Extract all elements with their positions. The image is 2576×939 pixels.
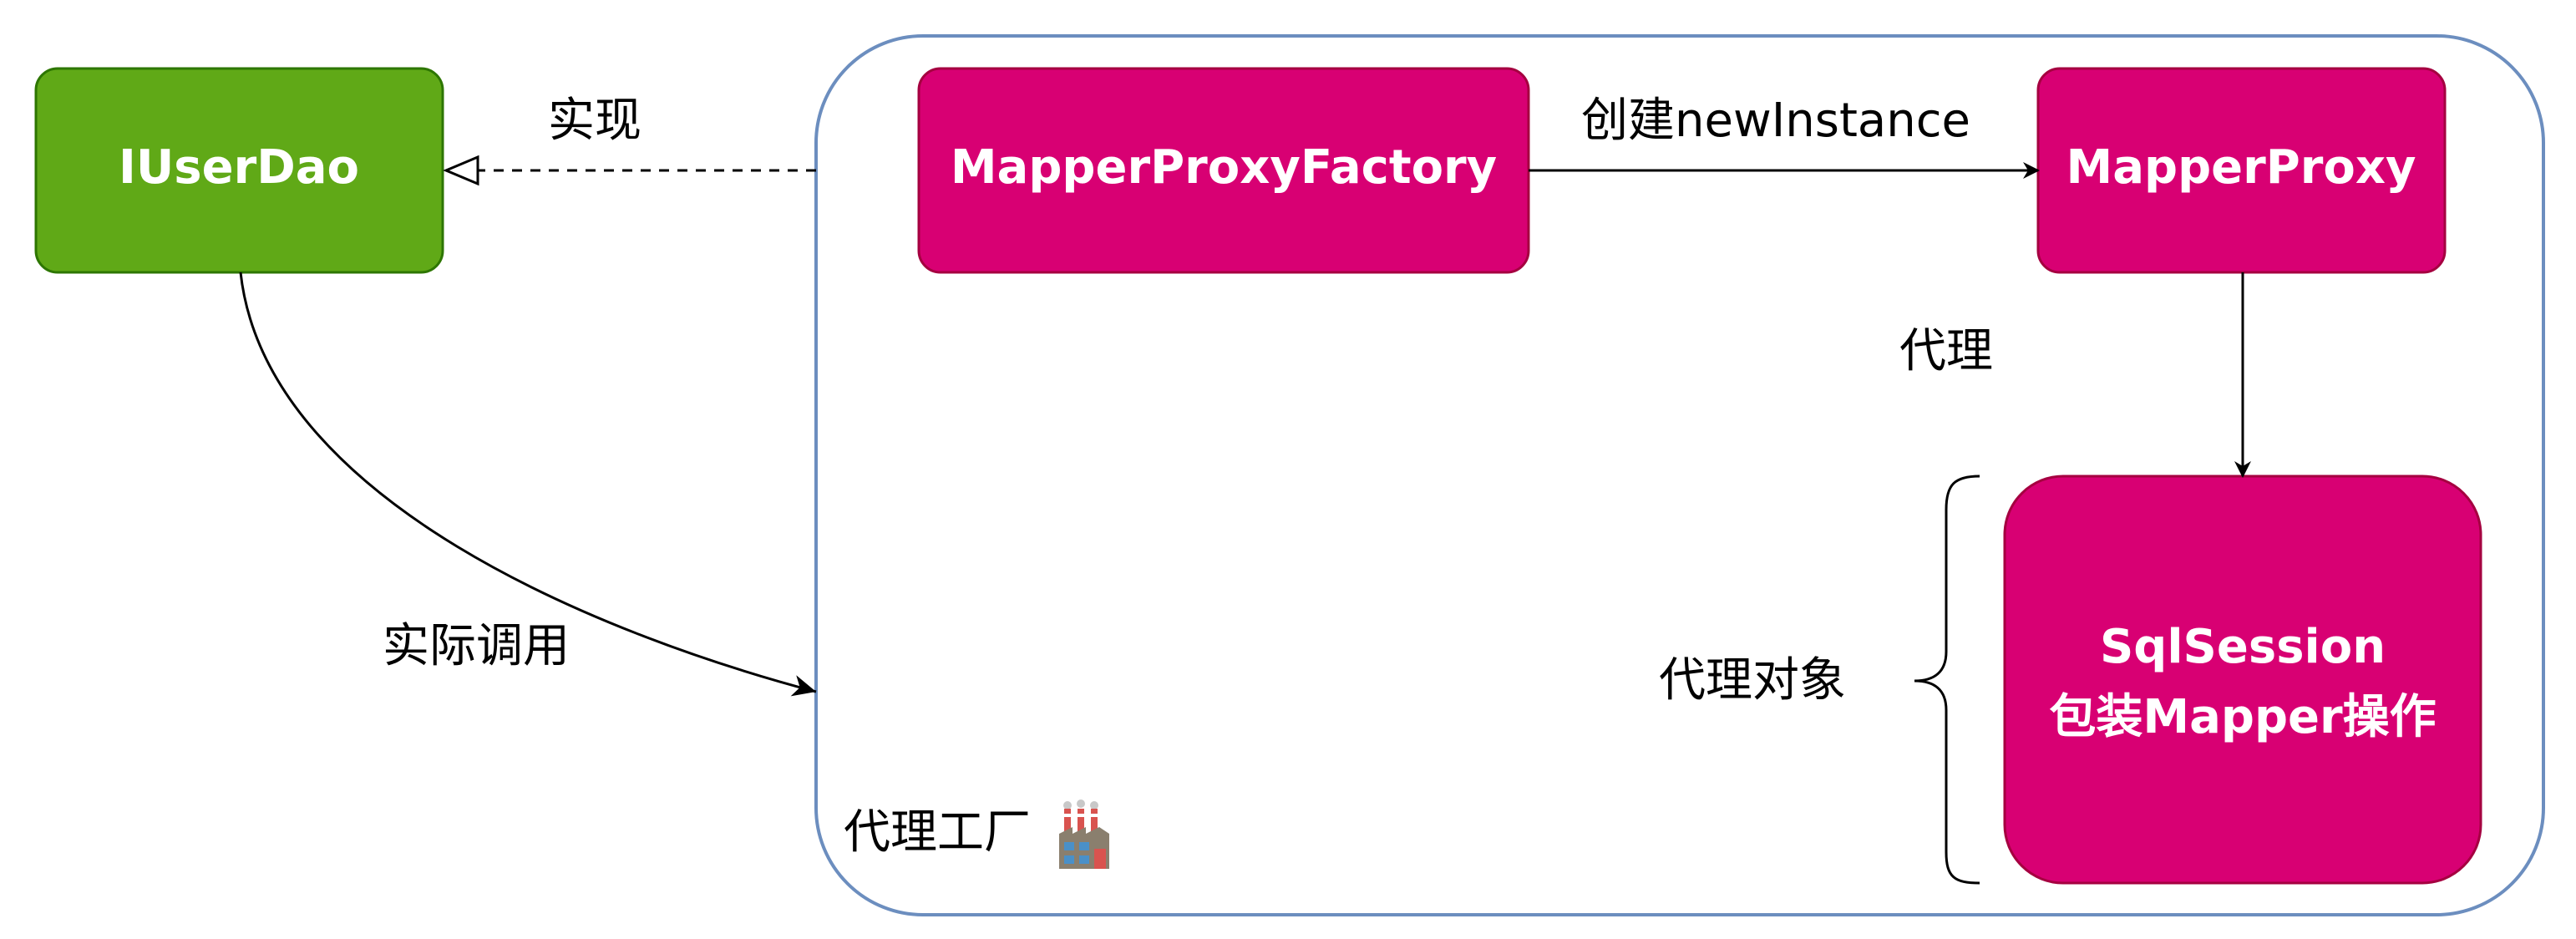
iuserdao-box bbox=[34, 67, 444, 274]
implements-edge: 实现 bbox=[443, 94, 816, 186]
iuserdao-label: IUserDao bbox=[119, 140, 359, 195]
proxy-object-label: 代理对象 bbox=[1659, 653, 1846, 708]
container-label: 代理工厂 bbox=[844, 805, 1031, 860]
mapper-proxy-factory-label: MapperProxyFactory bbox=[951, 140, 1497, 195]
iuserdao-node[interactable]: IUserDao bbox=[34, 67, 444, 274]
actual-call-edge: 实际调用 bbox=[239, 272, 817, 697]
implements-label: 实现 bbox=[548, 94, 641, 148]
mapper-proxy-factory-node[interactable]: MapperProxyFactory bbox=[917, 67, 1530, 274]
container-title-group: 代理工厂 bbox=[844, 799, 1109, 869]
sqlsession-label-line1: SqlSession bbox=[2100, 620, 2386, 674]
sqlsession-node[interactable]: SqlSession 包装Mapper操作 bbox=[2003, 475, 2482, 885]
proxy-factory-container bbox=[814, 34, 2545, 916]
implements-arrowhead bbox=[443, 155, 479, 186]
sqlsession-box bbox=[2003, 475, 2482, 885]
curly-brace bbox=[1914, 475, 1980, 885]
proxy-object-brace-group: 代理对象 bbox=[1659, 475, 1980, 885]
actual-call-curve bbox=[239, 272, 817, 697]
create-edge: 创建newInstance bbox=[1529, 94, 2040, 179]
proxy-edge: 代理 bbox=[1899, 272, 2251, 478]
mapper-proxy-label: MapperProxy bbox=[2066, 140, 2416, 195]
factory-icon bbox=[1059, 799, 1109, 869]
actual-call-label: 实际调用 bbox=[383, 619, 570, 673]
mapper-proxy-node[interactable]: MapperProxy bbox=[2036, 67, 2447, 274]
sqlsession-label-line2: 包装Mapper操作 bbox=[2049, 690, 2436, 744]
create-label: 创建newInstance bbox=[1581, 94, 1970, 148]
proxy-label: 代理 bbox=[1899, 324, 1993, 378]
